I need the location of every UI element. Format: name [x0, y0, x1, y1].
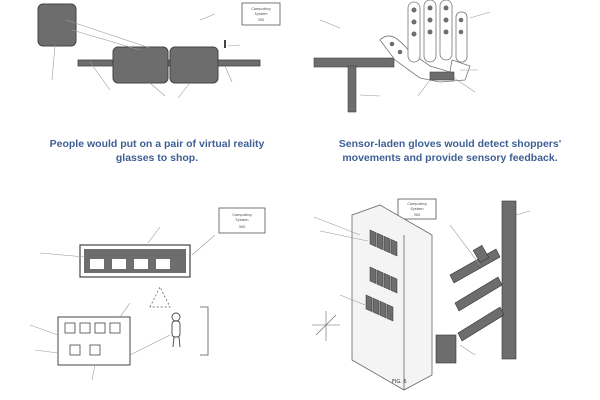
vr-strap-bar	[77, 59, 261, 67]
vr-right-body	[169, 46, 219, 84]
svg-text:System: System	[235, 218, 249, 222]
caption-line: glasses to shop.	[115, 152, 199, 164]
vr-lens-square	[37, 3, 77, 47]
figure-label: FIG. 6	[392, 379, 407, 385]
svg-text:300: 300	[239, 225, 246, 229]
t-bar-horizontal	[313, 57, 395, 68]
svg-text:Computing: Computing	[232, 213, 251, 217]
computing-system-box	[397, 198, 437, 220]
svg-text:300: 300	[414, 213, 421, 217]
caption-line: Sensor-laden gloves would detect shopper…	[338, 138, 562, 150]
glove-wrist-block	[429, 71, 455, 81]
glove-sensors	[389, 5, 464, 55]
computing-system-box	[218, 207, 266, 234]
caption-gloves: Sensor-laden gloves would detect shopper…	[300, 137, 600, 165]
vertical-post	[501, 200, 517, 360]
base-block	[435, 334, 457, 364]
caption-line: movements and provide sensory feedback.	[342, 152, 558, 164]
svg-text:Computing: Computing	[251, 7, 270, 11]
vr-glasses-diagram: Computing System 300	[0, 0, 300, 120]
t-bar-vertical	[347, 65, 357, 113]
svg-text:Computing: Computing	[407, 202, 426, 206]
store-display-diagram: Computing System 300	[0, 195, 300, 400]
caption-line: People would put on a pair of virtual re…	[49, 138, 265, 150]
fig6-diagram: Computing System 300	[300, 195, 600, 400]
svg-text:System: System	[410, 207, 424, 211]
shelf-unit	[351, 204, 433, 391]
svg-text:System: System	[254, 12, 268, 16]
glove-diagram	[300, 0, 600, 120]
svg-text:300: 300	[258, 18, 265, 22]
vr-left-body	[112, 46, 169, 84]
user-figure	[171, 312, 181, 348]
computing-system-box	[241, 2, 281, 26]
caption-vr-glasses: People would put on a pair of virtual re…	[7, 137, 307, 165]
glove-outline	[379, 0, 471, 83]
